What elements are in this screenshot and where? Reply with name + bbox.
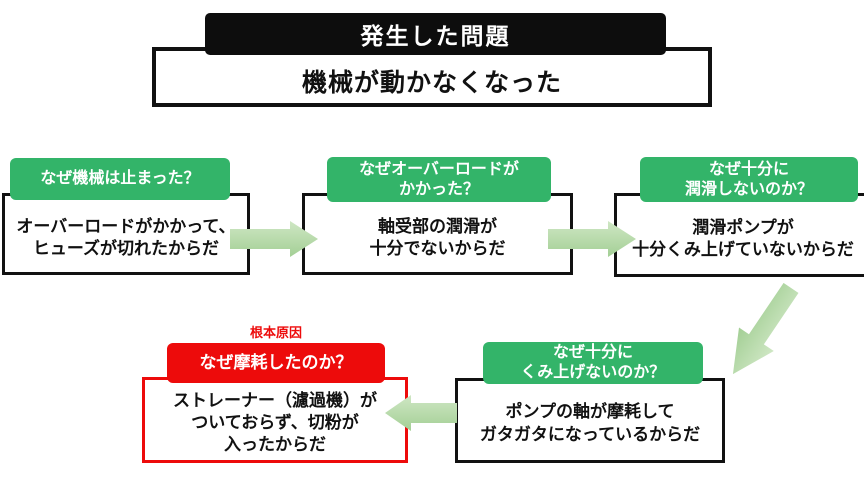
why5-question-box: なぜ摩耗したのか？ xyxy=(167,343,385,383)
problem-statement-text: 機械が動かなくなった xyxy=(301,69,562,97)
why1-question-text: なぜ機械は止まった？ xyxy=(40,170,200,188)
arrow-left-icon xyxy=(383,395,457,431)
why3-answer-text: 潤滑ポンプが 十分くみ上げていないからだ xyxy=(632,217,854,259)
why5-answer-text: ストレーナー（濾過機）が ついておらず、切粉が 入ったからだ xyxy=(173,390,377,455)
why2-answer-text: 軸受部の潤滑が 十分でないからだ xyxy=(369,216,506,258)
why2-answer-box: 軸受部の潤滑が 十分でないからだ xyxy=(302,193,573,275)
why3-question-text: なぜ十分に 潤滑しないのか？ xyxy=(684,160,813,198)
problem-statement-box: 機械が動かなくなった xyxy=(152,47,712,107)
why3-question-box: なぜ十分に 潤滑しないのか？ xyxy=(640,157,858,202)
why4-answer-text: ポンプの軸が摩耗して ガタガタになっているからだ xyxy=(479,402,701,444)
why1-answer-text: オーバーロードがかかって、 ヒューズが切れたからだ xyxy=(16,216,236,258)
problem-header-label: 発生した問題 xyxy=(360,23,511,49)
why1-answer-box: オーバーロードがかかって、 ヒューズが切れたからだ xyxy=(2,193,250,275)
problem-header-box: 発生した問題 xyxy=(205,13,666,55)
why5-question-text: なぜ摩耗したのか？ xyxy=(199,352,353,372)
arrow-right-icon xyxy=(548,221,638,257)
why5-answer-box: ストレーナー（濾過機）が ついておらず、切粉が 入ったからだ xyxy=(142,377,408,463)
arrow-right-icon xyxy=(230,221,320,257)
root-cause-label: 根本原因 xyxy=(249,325,302,340)
why1-question-box: なぜ機械は止まった？ xyxy=(10,158,230,200)
why2-question-box: なぜオーバーロードが かかった？ xyxy=(327,157,551,202)
why4-question-box: なぜ十分に くみ上げないのか？ xyxy=(483,342,703,384)
why4-question-text: なぜ十分に くみ上げないのか？ xyxy=(520,344,666,381)
why4-answer-box: ポンプの軸が摩耗して ガタガタになっているからだ xyxy=(455,378,725,463)
arrow-down-left-icon xyxy=(716,276,809,386)
why3-answer-box: 潤滑ポンプが 十分くみ上げていないからだ xyxy=(614,193,864,277)
why2-question-text: なぜオーバーロードが かかった？ xyxy=(359,160,519,198)
